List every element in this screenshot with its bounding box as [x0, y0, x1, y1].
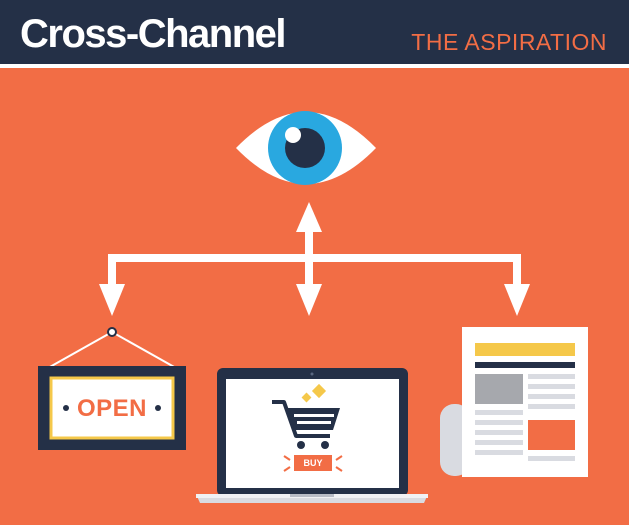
cross-channel-illustration — [38, 111, 588, 503]
open-sign-label: OPEN — [76, 395, 147, 422]
eye-icon — [236, 111, 376, 185]
arrows-icon — [99, 202, 530, 316]
open-sign-icon — [38, 327, 186, 450]
buy-button[interactable]: BUY — [303, 458, 323, 468]
page-subtitle: THE ASPIRATION — [411, 29, 607, 55]
page-title: Cross-Channel — [20, 12, 287, 56]
header-bar: Cross-Channel THE ASPIRATION — [0, 0, 629, 68]
shopping-cart-icon — [272, 383, 343, 472]
newspaper-icon — [440, 327, 588, 477]
